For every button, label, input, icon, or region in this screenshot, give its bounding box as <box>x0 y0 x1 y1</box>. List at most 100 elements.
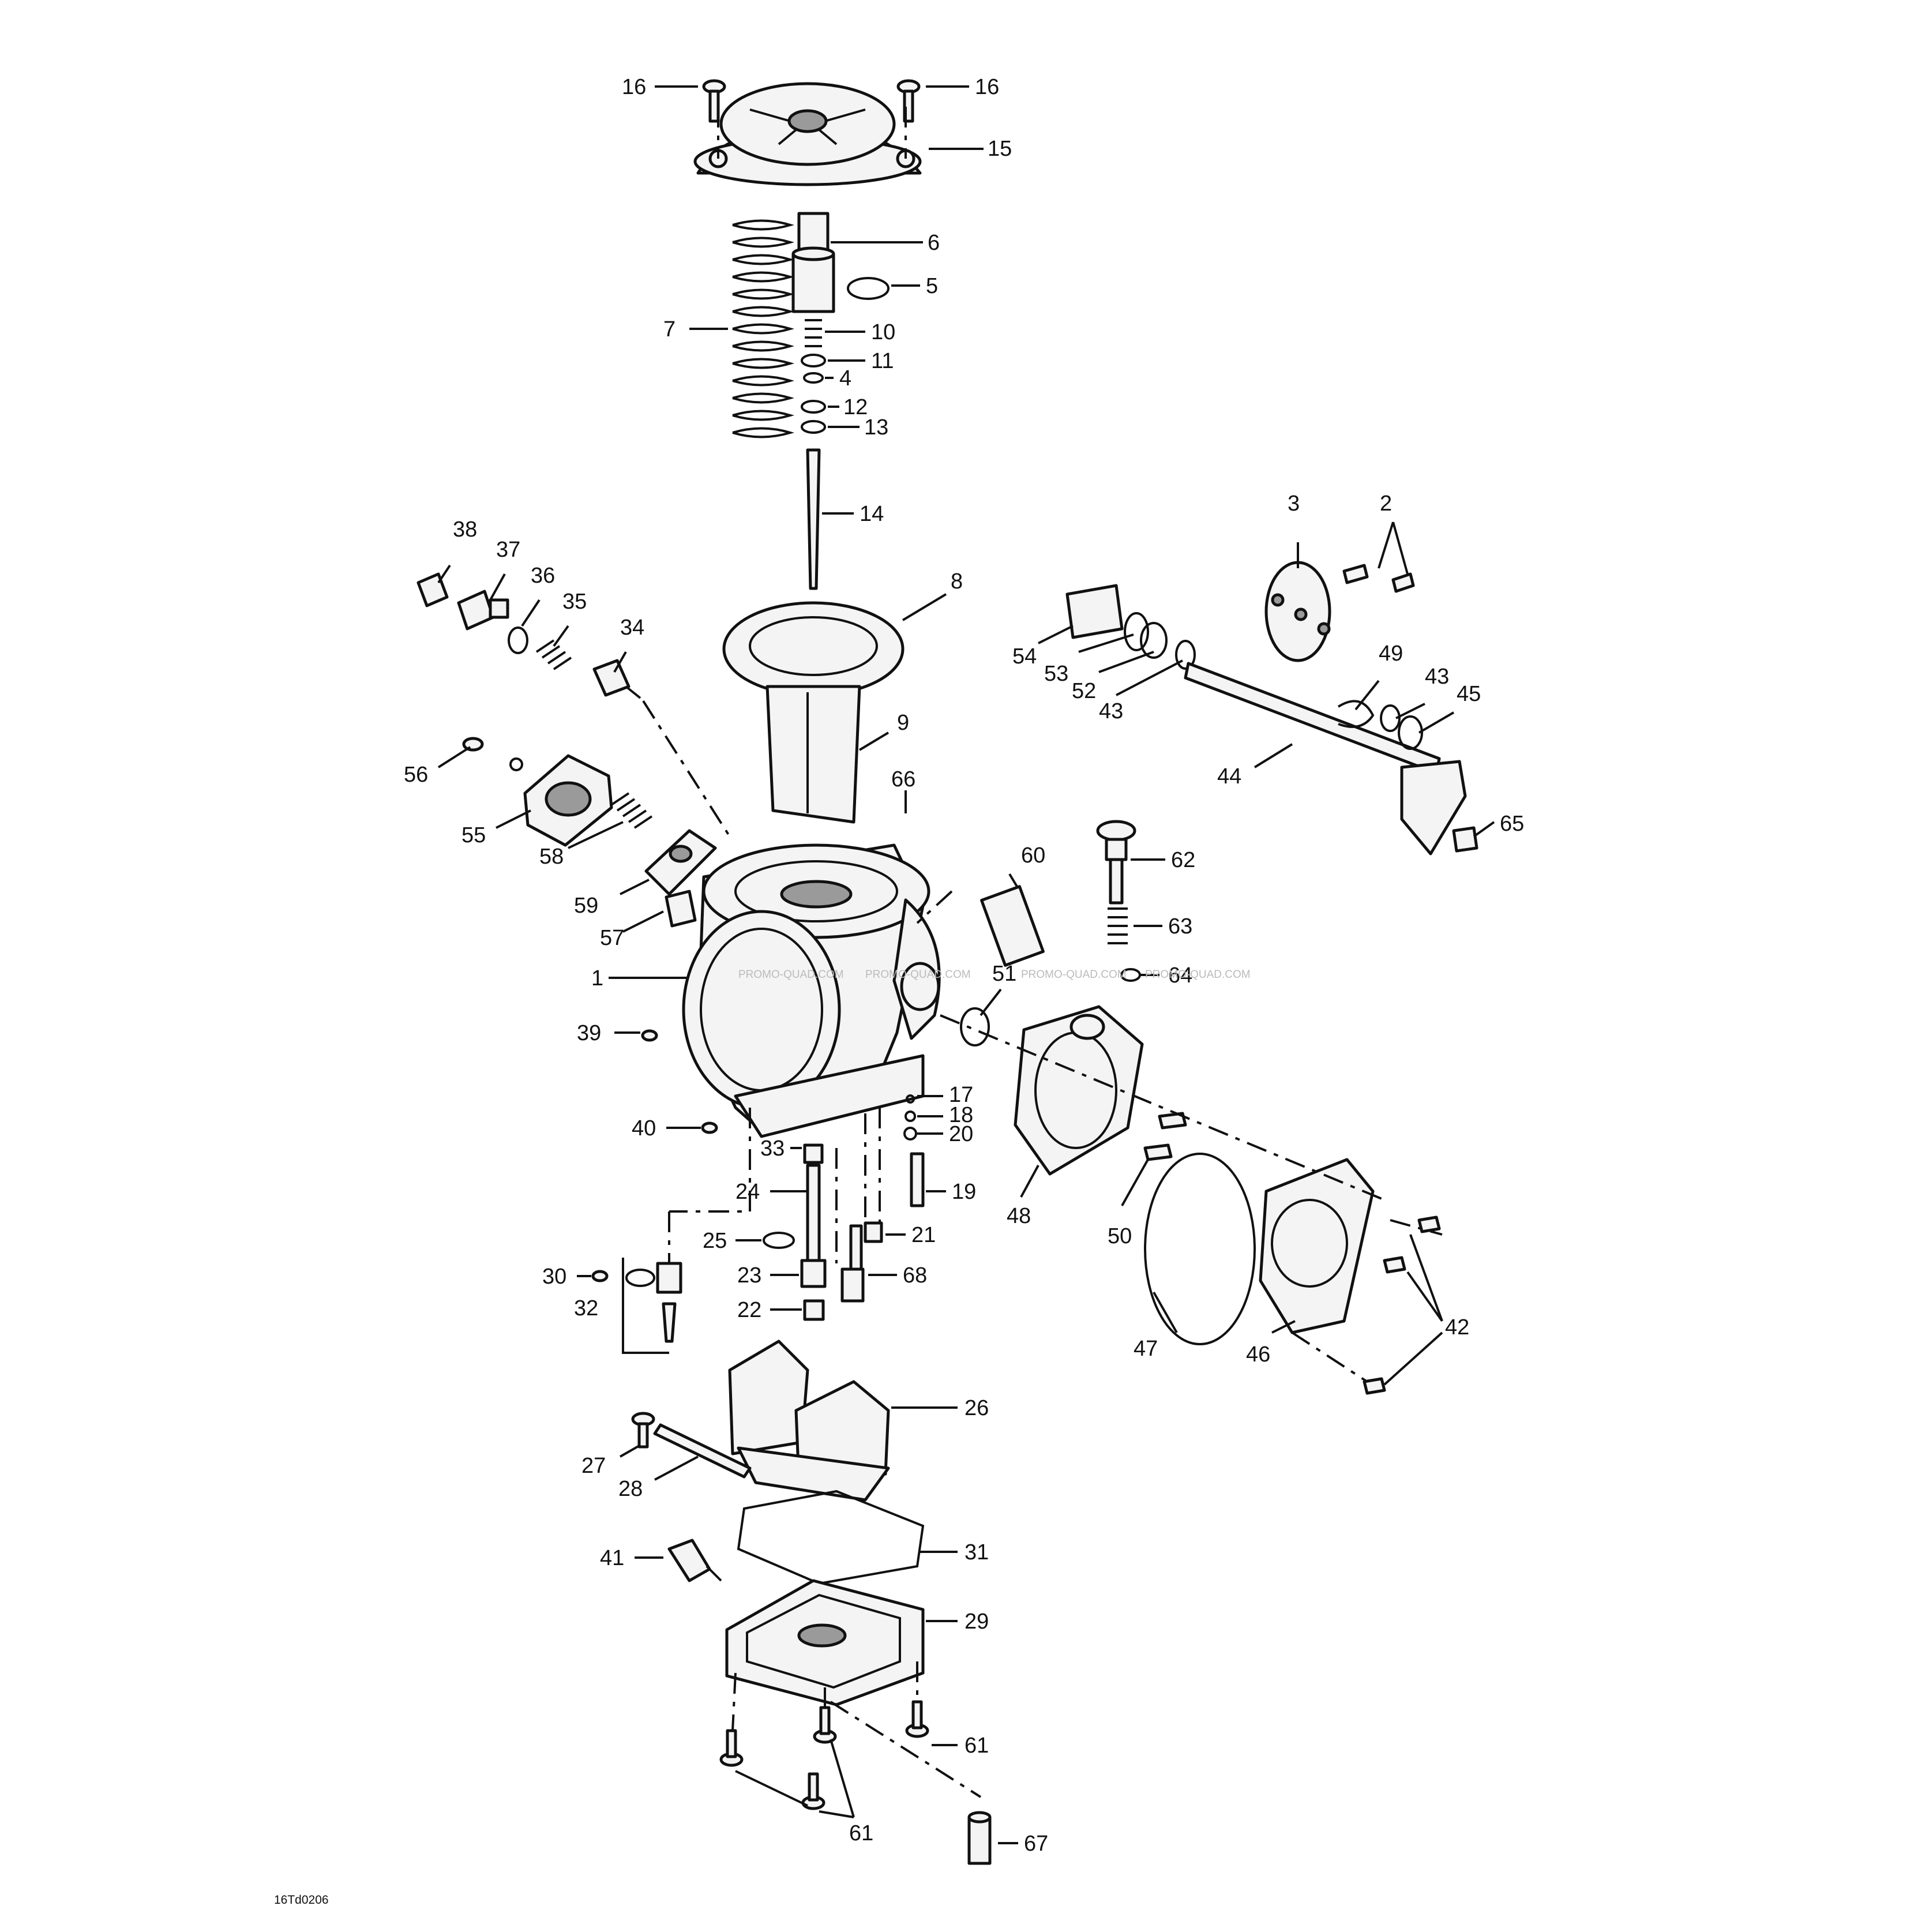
callout-42: 42 <box>1445 1315 1469 1340</box>
callout-20: 20 <box>949 1122 973 1146</box>
throttle-screw-62 <box>1096 820 1136 905</box>
washer-13 <box>801 420 826 434</box>
callout-57: 57 <box>600 926 624 950</box>
drawing-code: 16Td0206 <box>274 1893 329 1907</box>
callout-43b: 43 <box>1425 665 1449 689</box>
bowl-screws-61 <box>719 1700 929 1810</box>
callout-68: 68 <box>903 1263 927 1288</box>
top-screw-left <box>702 79 726 123</box>
callout-28: 28 <box>618 1477 643 1501</box>
screw-27 <box>631 1412 655 1449</box>
callout-29: 29 <box>964 1610 989 1634</box>
callout-22: 22 <box>737 1298 761 1322</box>
callout-63: 63 <box>1168 914 1192 939</box>
carburetor-body <box>682 843 941 1138</box>
callout-12: 12 <box>843 395 868 419</box>
callout-35: 35 <box>562 590 587 614</box>
callout-9: 9 <box>897 711 909 735</box>
o-ring-5 <box>847 277 890 300</box>
callout-60: 60 <box>1021 843 1045 868</box>
callout-19: 19 <box>952 1180 976 1204</box>
callout-21: 21 <box>911 1223 936 1247</box>
jet-needle <box>806 448 821 590</box>
callout-37: 37 <box>496 538 520 562</box>
callout-49: 49 <box>1379 642 1403 666</box>
callout-16b: 16 <box>975 75 999 99</box>
cover-46 <box>1259 1158 1375 1334</box>
callout-17: 17 <box>949 1083 973 1107</box>
watermark-3: PROMO-QUAD.COM <box>1021 969 1127 981</box>
callout-36: 36 <box>531 564 555 588</box>
drain-screw-41 <box>667 1539 722 1582</box>
screws-42-50 <box>1143 1112 1441 1395</box>
callout-65: 65 <box>1500 812 1524 836</box>
callout-15: 15 <box>988 137 1012 161</box>
callout-62: 62 <box>1171 848 1195 872</box>
watermarks: PROMO-QUAD.COM PROMO-QUAD.COM PROMO-QUAD… <box>738 969 1251 981</box>
float-bowl-29 <box>725 1579 925 1706</box>
callout-30: 30 <box>542 1265 566 1289</box>
pump-housing-48 <box>1014 1005 1144 1176</box>
callout-46: 46 <box>1246 1342 1270 1367</box>
idle-adjuster-parts <box>416 572 641 699</box>
callout-7: 7 <box>663 317 675 342</box>
callout-41: 41 <box>600 1546 624 1570</box>
callout-14: 14 <box>860 502 884 526</box>
callout-67: 67 <box>1024 1832 1048 1856</box>
float-pin-28 <box>653 1423 752 1479</box>
callout-13: 13 <box>864 415 888 440</box>
callout-labels: 16 16 15 6 5 7 10 11 4 12 13 14 8 9 38 3… <box>404 75 1524 1856</box>
callout-38: 38 <box>453 517 477 542</box>
callout-64: 64 <box>1168 963 1192 988</box>
needle-holder <box>791 212 835 313</box>
callout-47: 47 <box>1134 1337 1158 1361</box>
washer-12 <box>801 400 826 414</box>
callout-23: 23 <box>737 1263 761 1288</box>
gasket-31 <box>737 1490 925 1585</box>
callout-54: 54 <box>1012 644 1037 669</box>
plug-67 <box>967 1811 992 1865</box>
callout-18: 18 <box>949 1103 973 1127</box>
callout-33: 33 <box>760 1136 785 1161</box>
callout-58: 58 <box>539 845 564 869</box>
callout-32: 32 <box>574 1296 598 1320</box>
callout-27: 27 <box>581 1454 606 1478</box>
lower-jet-parts <box>641 1029 925 1321</box>
sleeve-60 <box>980 885 1045 967</box>
callout-11: 11 <box>871 349 894 373</box>
o-ring-51 <box>960 1007 990 1046</box>
watermark-1: PROMO-QUAD.COM <box>738 969 844 981</box>
washer-11 <box>801 354 826 367</box>
callout-66: 66 <box>891 767 915 791</box>
o-ring-47 <box>1144 1153 1256 1345</box>
callout-5: 5 <box>926 274 938 298</box>
callout-44: 44 <box>1217 764 1241 789</box>
callout-39: 39 <box>577 1021 601 1045</box>
callout-24: 24 <box>735 1180 760 1204</box>
accelerator-pump-parts <box>462 737 717 928</box>
assembly-lines <box>642 107 1443 1798</box>
callout-8: 8 <box>951 569 963 594</box>
callout-50: 50 <box>1108 1224 1132 1248</box>
float-needle-group <box>591 1258 682 1354</box>
callout-26: 26 <box>964 1396 989 1420</box>
callout-2: 2 <box>1380 492 1392 516</box>
callout-61a: 61 <box>964 1734 989 1758</box>
callout-51: 51 <box>992 962 1016 986</box>
callout-10: 10 <box>871 320 895 344</box>
callout-48: 48 <box>1007 1204 1031 1228</box>
callout-52: 52 <box>1072 679 1096 703</box>
callout-31: 31 <box>964 1540 989 1565</box>
clip-4 <box>803 372 824 384</box>
float-26 <box>728 1340 890 1502</box>
needle-spring <box>805 319 822 347</box>
callout-56: 56 <box>404 763 428 787</box>
callout-59: 59 <box>574 894 598 918</box>
top-screw-right <box>896 79 921 123</box>
callout-6: 6 <box>928 231 940 255</box>
leader-lines <box>437 85 1495 1844</box>
spring-63 <box>1108 907 1128 944</box>
callout-25: 25 <box>703 1229 727 1253</box>
